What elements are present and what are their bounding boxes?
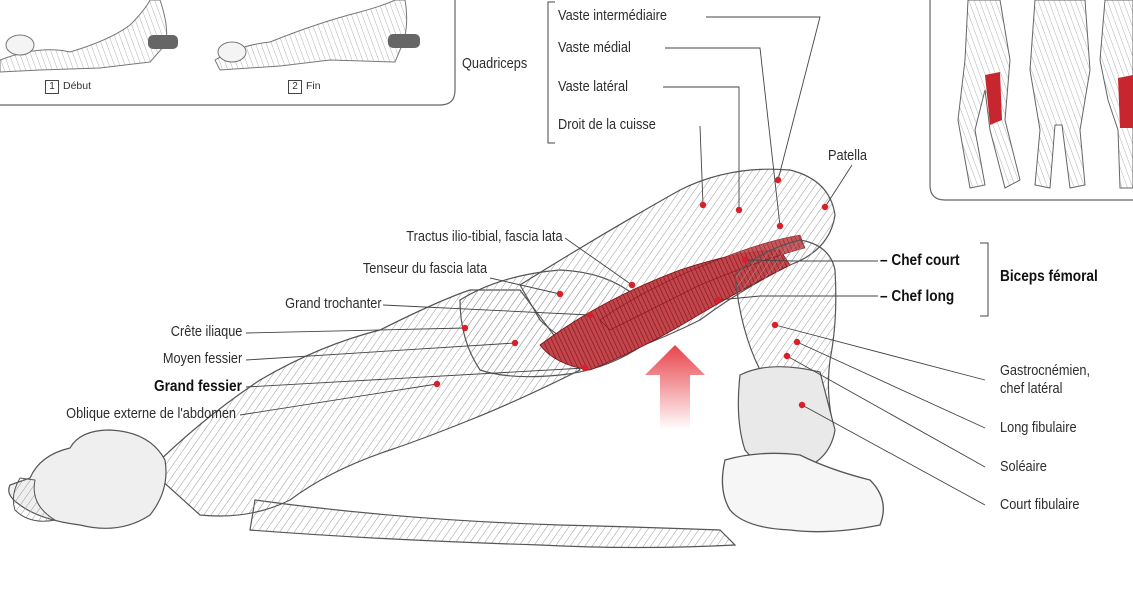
crete-iliaque-label: Crête iliaque [170, 324, 242, 341]
droit-cuisse-label: Droit de la cuisse [558, 117, 656, 134]
grand-trochanter-label: Grand trochanter [286, 296, 382, 313]
oblique-label: Oblique externe de l'abdomen [66, 406, 236, 423]
moyen-fessier-label: Moyen fessier [163, 351, 242, 368]
step-1-label: Début [63, 80, 91, 92]
step-1: 1 Début [45, 80, 91, 94]
tenseur-label: Tenseur du fascia lata [363, 261, 487, 278]
tractus-label: Tractus ilio-tibial, fascia lata [407, 229, 563, 246]
biceps-femoral-label: Biceps fémoral [1000, 268, 1098, 285]
grand-fessier-label: Grand fessier [154, 378, 242, 395]
quadriceps-label: Quadriceps [462, 56, 527, 73]
main-figure [9, 169, 884, 547]
quadriceps-bracket [548, 2, 555, 143]
step-2-number: 2 [288, 80, 302, 94]
chef-long-label: – Chef long [880, 288, 954, 305]
muscle-overview-panel [930, 0, 1133, 200]
long-fibulaire-label: Long fibulaire [1000, 420, 1077, 437]
court-fibulaire-label: Court fibulaire [1000, 497, 1079, 514]
soleaire-label: Soléaire [1000, 459, 1047, 476]
gastrocnemien-label-1: Gastrocnémien, [1000, 363, 1090, 380]
patella-label: Patella [828, 148, 867, 165]
chef-court-label: – Chef court [880, 252, 960, 269]
gastrocnemien-label-2: chef latéral [1000, 381, 1062, 398]
biceps-femoral-bracket [980, 243, 988, 316]
vaste-intermediaire-label: Vaste intermédiaire [558, 8, 667, 25]
vaste-medial-label: Vaste médial [558, 40, 631, 57]
step-2: 2 Fin [288, 80, 321, 94]
vaste-lateral-label: Vaste latéral [558, 79, 628, 96]
step-1-number: 1 [45, 80, 59, 94]
step-2-label: Fin [306, 80, 321, 92]
